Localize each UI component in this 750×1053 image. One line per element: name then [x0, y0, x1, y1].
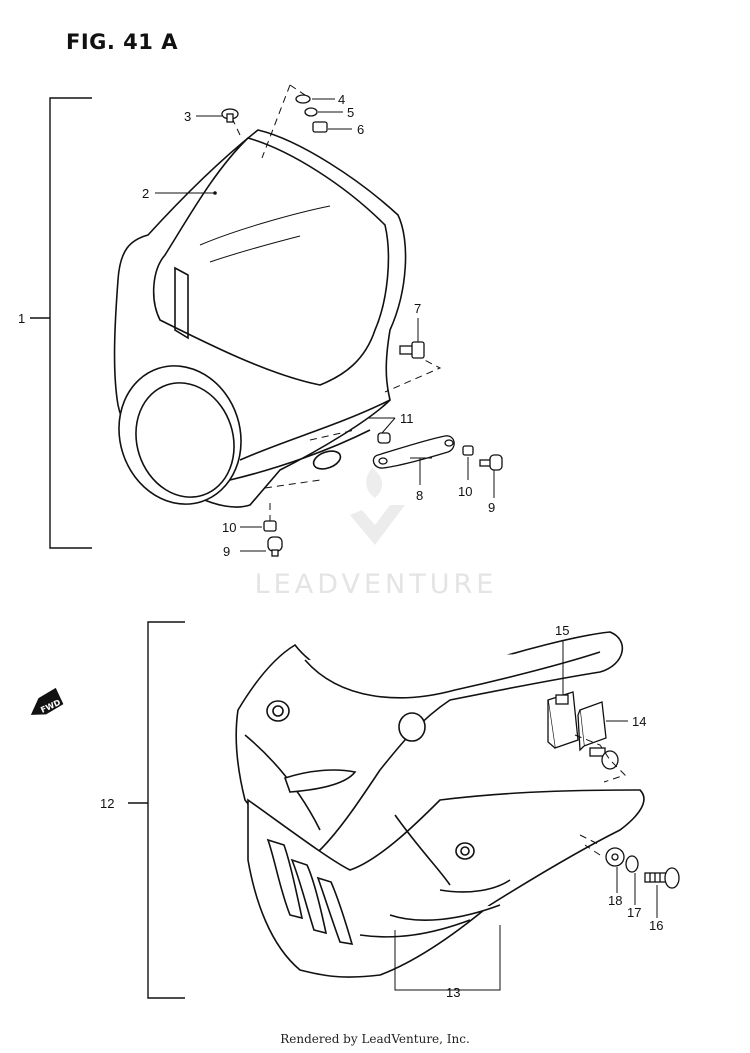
lower-leaders — [394, 640, 658, 991]
callout-9-right: 9 — [488, 500, 495, 515]
callout-2: 2 — [142, 186, 149, 201]
nut-10-lower — [263, 520, 277, 532]
headlight-cowl — [113, 129, 407, 508]
callout-9-lower: 9 — [223, 544, 230, 559]
lower-dashed-guides — [574, 734, 626, 856]
callout-5: 5 — [347, 105, 354, 120]
callout-15: 15 — [555, 623, 569, 638]
collar-11 — [377, 432, 391, 444]
bracket-assembly-1 — [30, 97, 92, 549]
callout-16: 16 — [649, 918, 663, 933]
screen-reflections — [199, 205, 331, 263]
washer-5 — [304, 107, 318, 117]
bolt-14 — [589, 747, 619, 770]
callout-7: 7 — [414, 301, 421, 316]
clip-14 — [577, 701, 607, 752]
callout-13: 13 — [446, 985, 460, 1000]
bracket-15 — [547, 691, 579, 749]
callout-labels: 1 2 3 4 5 6 7 8 9 10 11 10 9 12 13 14 15… — [18, 92, 663, 1000]
callout-8: 8 — [416, 488, 423, 503]
grommet-4 — [295, 94, 311, 104]
callout-14: 14 — [632, 714, 646, 729]
screw-16 — [644, 867, 680, 889]
bolt-7 — [399, 341, 425, 359]
footer-credit: Rendered by LeadVenture, Inc. — [280, 1032, 470, 1046]
callout-4: 4 — [338, 92, 345, 107]
callout-17: 17 — [627, 905, 641, 920]
washer-17 — [625, 855, 639, 873]
leadventure-watermark: LEADVENTURE — [255, 468, 498, 600]
washer-18 — [605, 847, 625, 867]
callout-10-right: 10 — [458, 484, 472, 499]
bracket-assembly-12 — [128, 621, 185, 999]
callout-10-lower: 10 — [222, 520, 236, 535]
upper-leaders — [155, 98, 495, 552]
under-cowl — [235, 631, 645, 978]
watermark-text: LEADVENTURE — [255, 569, 498, 600]
callout-6: 6 — [357, 122, 364, 137]
callout-3: 3 — [184, 109, 191, 124]
bolt-9-right — [479, 454, 503, 471]
bracket-8 — [372, 435, 455, 469]
callout-18: 18 — [608, 893, 622, 908]
screw-3 — [221, 108, 239, 123]
forward-arrow-icon: FWD — [30, 687, 64, 715]
nut-6 — [312, 121, 328, 133]
callout-11: 11 — [400, 411, 414, 426]
upper-dashed-guides — [231, 84, 442, 522]
figure-title: FIG. 41 A — [66, 30, 178, 54]
callout-12: 12 — [100, 796, 114, 811]
callout-1: 1 — [18, 311, 25, 326]
bolt-9-lower — [267, 536, 283, 557]
nut-10-right — [462, 445, 474, 456]
